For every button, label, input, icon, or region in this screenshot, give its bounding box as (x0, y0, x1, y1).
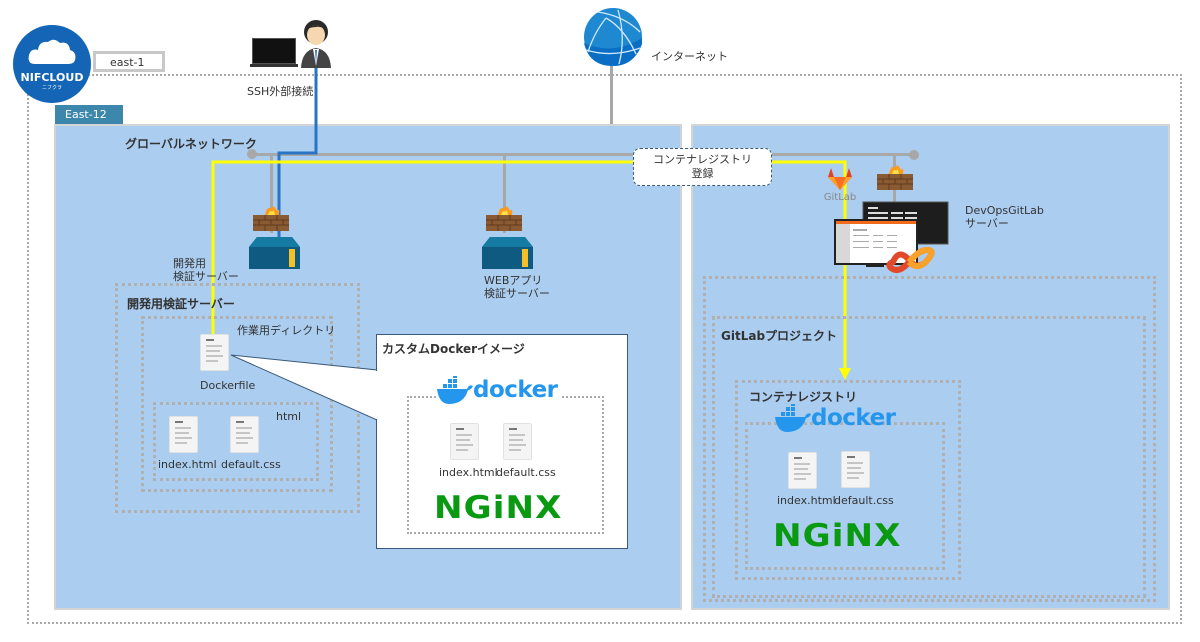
index-html-file-icon (170, 417, 197, 452)
internet-label: インターネット (651, 50, 728, 63)
label-line: 開発用 (173, 257, 206, 270)
gitlab-wordmark: GitLab (823, 192, 857, 203)
dev-server-icon-label: 開発用 検証サーバー (173, 257, 239, 283)
docker-whale-icon (775, 404, 811, 432)
nifcloud-logo: NIFCLOUD ニフクラ (13, 25, 91, 103)
global-network-line (251, 153, 911, 156)
index-html-label: index.html (777, 494, 836, 507)
default-css-label: default.css (496, 466, 556, 479)
firewall-icon (486, 203, 522, 231)
callout-pointer-mask (376, 371, 378, 419)
dev-server-icon (249, 237, 300, 269)
web-server-label: WEBアプリ 検証サーバー (484, 274, 550, 300)
label-line: 検証サーバー (484, 287, 550, 300)
index-html-label: index.html (158, 458, 217, 471)
docker-logo: docker (775, 404, 896, 432)
work-directory-box (141, 316, 333, 492)
region-label: east-1 (93, 51, 165, 72)
index-html-label: index.html (439, 466, 498, 479)
cloud-icon (28, 39, 76, 64)
note-line-1: コンテナレジストリ (653, 153, 752, 166)
container-registry-box (735, 380, 961, 580)
firewall-icon (253, 203, 289, 231)
registry-push-note: コンテナレジストリ 登録 (633, 148, 772, 186)
user-avatar-icon (299, 18, 333, 68)
label-line: 検証サーバー (173, 270, 239, 283)
html-directory-box (153, 402, 319, 481)
ssh-label: SSH外部接続 (247, 85, 314, 98)
network-drop-dev (270, 153, 273, 233)
gitlab-server-label: DevOpsGitLab サーバー (965, 204, 1044, 230)
default-css-file-icon (231, 417, 258, 452)
note-line-2: 登録 (691, 167, 714, 180)
label-line: サーバー (965, 217, 1009, 230)
dev-server-box-label: 開発用検証サーバー (127, 297, 235, 311)
gitlab-fox-icon (828, 168, 852, 190)
dockerfile-label: Dockerfile (200, 379, 256, 392)
label-line: DevOpsGitLab (965, 204, 1044, 217)
zone-tab: East-12 (55, 105, 123, 124)
default-css-file-icon (504, 424, 531, 459)
docker-wordmark: docker (811, 405, 896, 431)
internet-uplink-line (610, 66, 613, 154)
network-node-right (909, 150, 919, 160)
gitlab-server-box (703, 276, 1156, 602)
docker-logo: docker (437, 376, 560, 404)
custom-docker-image-callout (376, 334, 628, 549)
registry-image-box (745, 422, 945, 570)
firewall-icon (877, 162, 913, 190)
gitlab-project-label: GitLabプロジェクト (721, 329, 838, 343)
gitlab-project-box (712, 316, 1146, 598)
index-html-file-icon (451, 424, 478, 459)
logo-text: NIFCLOUD (20, 71, 84, 84)
nginx-logo: NGiNX (773, 518, 902, 554)
docker-whale-icon (437, 376, 473, 404)
gitlab-server-icon (833, 200, 958, 276)
html-directory-label: html (276, 410, 302, 423)
work-directory-label: 作業用ディレクトリ (237, 324, 336, 337)
web-server-icon (482, 237, 533, 269)
region-east-1-boundary (27, 74, 1182, 624)
default-css-file-icon (842, 452, 869, 487)
dockerfile-icon (201, 335, 228, 370)
default-css-label: default.css (221, 458, 281, 471)
default-css-label: default.css (834, 494, 894, 507)
global-network-label: グローバルネットワーク (125, 137, 257, 151)
container-registry-label: コンテナレジストリ (749, 390, 858, 404)
network-drop-web (503, 153, 506, 233)
laptop-icon (250, 38, 298, 68)
logo-subtext: ニフクラ (41, 85, 62, 91)
index-html-file-icon (789, 453, 816, 488)
docker-wordmark: docker (473, 377, 558, 403)
network-node-left (247, 149, 257, 159)
nginx-logo: NGiNX (434, 490, 563, 526)
gitlab-logo: GitLab (822, 168, 858, 208)
custom-image-title: カスタムDockerイメージ (382, 342, 525, 356)
label-line: WEBアプリ (484, 274, 543, 287)
internet-globe-icon (584, 8, 642, 66)
